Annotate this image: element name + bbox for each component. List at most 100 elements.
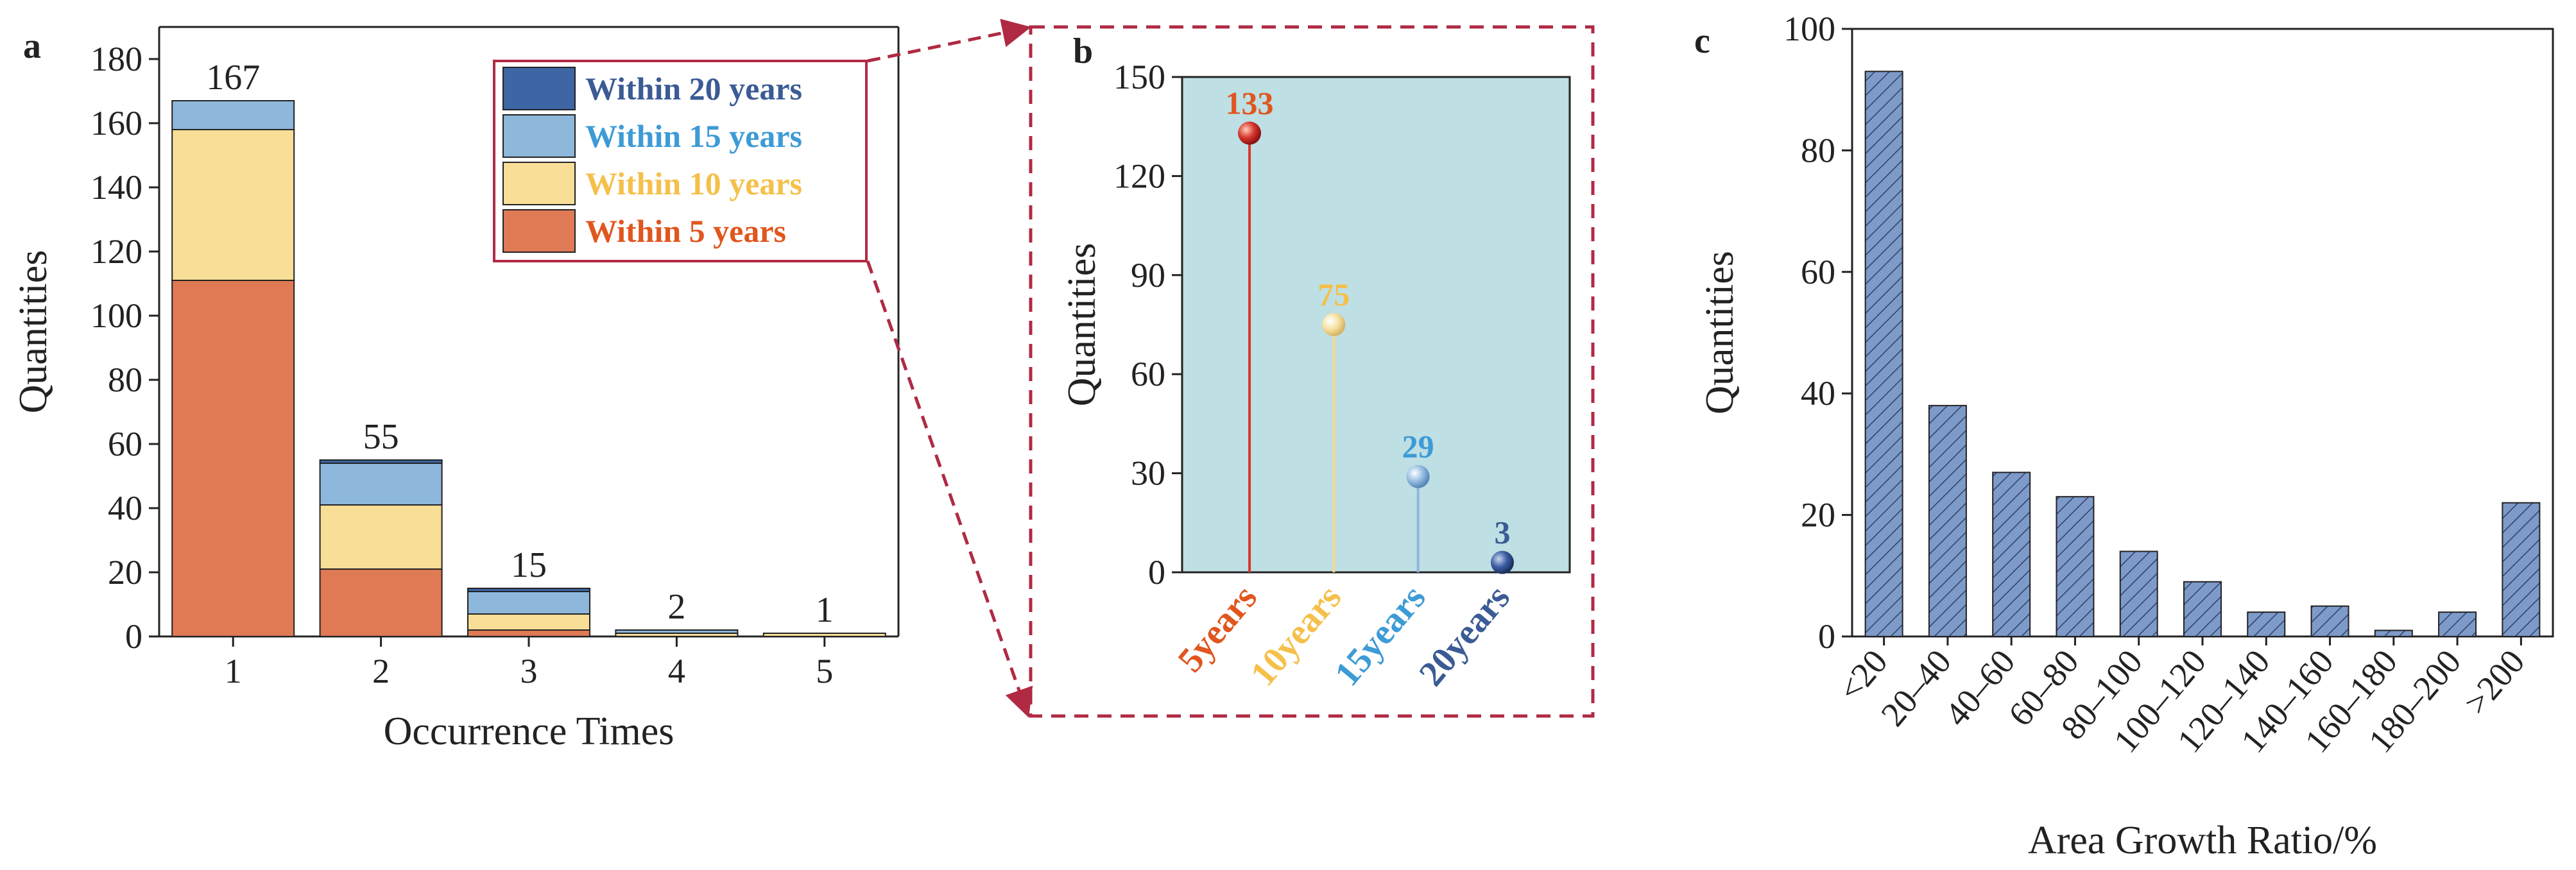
lollipop-point (1322, 313, 1346, 336)
y-tick-label: 40 (108, 489, 142, 527)
bar-segment (319, 459, 443, 464)
y-tick-label: 30 (1131, 454, 1165, 493)
x-tick-label: 40–60 (1937, 642, 2023, 733)
legend-label-suffix: years (721, 71, 802, 107)
panel-c-histogram: c020406080100<2020–4040–6060–8080–100100… (1694, 10, 2554, 862)
bar-segment (171, 129, 295, 281)
y-tick-label: 100 (1783, 10, 1835, 48)
legend-label-suffix: years (721, 118, 802, 154)
x-axis-title: Occurrence Times (384, 710, 674, 753)
bar-segment (171, 100, 295, 130)
bar-segment (319, 463, 443, 506)
legend-label-suffix: years (705, 213, 786, 249)
legend-label-number: 10 (689, 166, 721, 201)
histogram-bar (1928, 405, 1967, 637)
x-tick-label: 20–40 (1873, 642, 1959, 733)
y-tick-label: 100 (90, 296, 142, 335)
panel-a-stacked-bar-chart: a02040608010012014016018011672553154251O… (12, 26, 900, 753)
y-tick-label: 90 (1131, 256, 1165, 294)
legend-swatch (502, 114, 576, 158)
legend-label: Within 20 years (585, 71, 802, 107)
legend-label-suffix: years (721, 166, 802, 201)
bar-total-label: 55 (363, 417, 399, 457)
legend-label-number: 15 (689, 118, 721, 154)
y-axis-title: Quantities (1060, 243, 1104, 407)
x-tick-label: >200 (2457, 642, 2532, 722)
point-value-label: 133 (1226, 85, 1274, 121)
histogram-bar (1992, 472, 2031, 637)
histogram-bar (2119, 550, 2158, 637)
lollipop-point (1238, 121, 1262, 145)
x-tick-label: 1 (225, 652, 242, 690)
panel-b-lollipop-chart: b0306090120150Quantities1335years7510yea… (1029, 25, 1595, 718)
legend-label-prefix: Within (585, 118, 689, 154)
bar-total-label: 167 (206, 58, 260, 98)
legend-label: Within 15 years (585, 118, 802, 154)
point-value-label: 75 (1318, 277, 1350, 312)
legend-swatch (502, 67, 576, 110)
y-tick-label: 0 (125, 617, 142, 656)
category-label: 20years (1411, 578, 1517, 694)
histogram-bar (1864, 71, 1903, 638)
category-label: 15years (1327, 578, 1433, 694)
plot-area (1181, 76, 1571, 574)
legend-label: Within 5 years (585, 213, 786, 249)
legend-label-number: 20 (689, 71, 721, 107)
y-tick-label: 120 (1113, 157, 1165, 195)
zoom-callout (866, 19, 1033, 718)
histogram-bar (2183, 581, 2222, 638)
bar-segment (467, 591, 590, 615)
lollipop-point (1406, 465, 1430, 488)
callout-arrow-bottom (866, 260, 1033, 718)
legend-label-prefix: Within (585, 166, 689, 201)
y-tick-label: 20 (1801, 496, 1835, 534)
y-tick-label: 0 (1148, 553, 1165, 592)
y-axis-title: Quantities (1698, 251, 1742, 414)
panel-letter-b: b (1073, 31, 1093, 71)
histogram-bar (2310, 605, 2349, 638)
category-label: 10years (1243, 578, 1349, 694)
inset-dashed-frame (1029, 25, 1595, 718)
y-tick-label: 180 (90, 40, 142, 78)
legend-label: Within 10 years (585, 166, 802, 201)
bar-total-label: 15 (511, 545, 547, 585)
y-tick-label: 40 (1801, 374, 1835, 413)
bar-total-label: 2 (667, 587, 685, 627)
histogram-bar (2247, 611, 2286, 637)
bar-segment (319, 568, 443, 637)
y-tick-label: 140 (90, 168, 142, 207)
bar-segment (467, 613, 590, 631)
bar-total-label: 1 (816, 590, 834, 630)
y-tick-label: 60 (1801, 253, 1835, 291)
bar-segment (467, 588, 590, 592)
x-axis-title: Area Growth Ratio/% (2028, 819, 2377, 862)
point-value-label: 3 (1494, 515, 1510, 550)
bar-segment (319, 504, 443, 570)
point-value-label: 29 (1402, 429, 1434, 465)
y-tick-label: 80 (1801, 131, 1835, 169)
y-tick-label: 80 (108, 361, 142, 399)
x-tick-label: 2 (372, 652, 390, 690)
lollipop-point (1490, 550, 1514, 574)
callout-arrow-top (867, 19, 1031, 63)
y-tick-label: 20 (108, 553, 142, 592)
bar-segment (171, 280, 295, 637)
x-tick-label: 4 (668, 652, 685, 690)
legend-label-prefix: Within (585, 213, 689, 249)
x-tick-label: 3 (520, 652, 538, 690)
legend-swatch (502, 209, 576, 253)
panel-letter-c: c (1694, 21, 1710, 61)
y-tick-label: 60 (1131, 355, 1165, 393)
histogram-bar (2438, 611, 2477, 637)
bar-segment (762, 633, 886, 637)
y-tick-label: 60 (108, 425, 142, 463)
panel-letter-a: a (23, 26, 41, 66)
histogram-bar (2374, 629, 2413, 638)
legend-label-prefix: Within (585, 71, 689, 107)
x-tick-label: 5 (816, 652, 833, 690)
y-tick-label: 0 (1818, 617, 1835, 656)
y-tick-label: 120 (90, 232, 142, 271)
y-axis-title: Quantities (12, 250, 55, 414)
